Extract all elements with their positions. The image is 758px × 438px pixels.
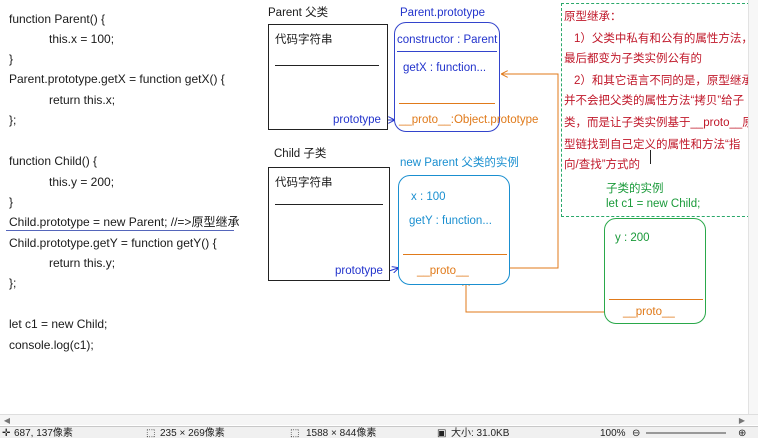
code-line: return this.x; — [49, 93, 116, 107]
cursor-icon: ✛ — [2, 428, 11, 438]
horizontal-scrollbar[interactable]: ◀ ▶ — [0, 414, 758, 425]
x-entry: x : 100 — [411, 191, 446, 203]
divider — [399, 103, 495, 104]
c1-proto-entry: __proto__ — [623, 306, 675, 318]
note-line: 并不会把父类的属性方法“拷贝”给子 — [564, 95, 745, 107]
scroll-left-icon[interactable]: ◀ — [3, 416, 11, 425]
gety-entry: getY : function... — [409, 215, 492, 227]
note-line: 类，而是让子类实例基于__proto__原 — [564, 117, 754, 129]
zoom-slider[interactable] — [646, 432, 726, 434]
code-line: } — [9, 195, 14, 209]
c1-instance-box: y : 200 __proto__ — [604, 218, 706, 324]
parent-prototype-label: Parent.prototype — [400, 7, 486, 19]
zoom-out-icon[interactable]: ⊖ — [632, 428, 641, 438]
parent-instance-box: x : 100 getY : function... __proto__ — [398, 175, 510, 285]
divider — [275, 204, 383, 205]
parent-prototype-box: constructor : Parent getX : function... … — [394, 22, 538, 132]
getx-entry: getX : function... — [403, 62, 487, 74]
scroll-right-icon[interactable]: ▶ — [738, 416, 746, 425]
code-line: }; — [9, 276, 17, 290]
zoom-level: 100% — [600, 428, 626, 438]
text-cursor — [650, 150, 651, 164]
note-line: 型链找到自己定义的属性和方法“指 — [564, 139, 741, 151]
inheritance-note: 原型继承： 1）父类中私有和公有的属性方法， 最后都变为子类实例公有的 2）和其… — [561, 3, 754, 217]
code-line: this.y = 200; — [49, 175, 115, 189]
y-entry: y : 200 — [615, 232, 650, 244]
code-line: } — [9, 52, 14, 66]
note-line: 1）父类中私有和公有的属性方法， — [574, 33, 753, 45]
note-line: 2）和其它语言不同的是，原型继承 — [574, 75, 753, 87]
code-line: }; — [9, 113, 17, 127]
child-body-text: 代码字符串 — [275, 177, 333, 189]
note-line: 最后都变为子类实例公有的 — [564, 53, 702, 65]
parent-class-label: Parent 父类 — [268, 7, 329, 19]
child-prototype-link: prototype — [335, 265, 383, 277]
image-size: 1588 × 844像素 — [306, 428, 377, 438]
note-line: 向/查找”方式的 — [564, 159, 641, 171]
code-line: function Child() { — [9, 154, 98, 168]
vertical-scrollbar[interactable] — [748, 0, 758, 414]
parent-body-text: 代码字符串 — [275, 34, 333, 46]
code-underline — [6, 230, 234, 231]
code-line: let c1 = new Child; — [9, 317, 108, 331]
c1-label-1: 子类的实例 — [606, 183, 664, 195]
divider — [403, 254, 507, 255]
c1-label-2: let c1 = new Child; — [606, 198, 701, 210]
parent-prototype-link: prototype — [333, 114, 381, 126]
divider — [397, 51, 497, 52]
divider — [609, 299, 703, 300]
constructor-entry: constructor : Parent — [397, 34, 498, 46]
zoom-in-icon[interactable]: ⊕ — [738, 428, 747, 438]
note-line: 原型继承： — [564, 11, 622, 23]
status-bar: ✛ 687, 137像素 ⬚ 235 × 269像素 ⬚ 1588 × 844像… — [0, 426, 758, 438]
divider — [275, 65, 379, 66]
file-icon: ▣ — [437, 428, 447, 438]
instance-proto-entry: __proto__ — [417, 265, 469, 277]
code-line: console.log(c1); — [9, 338, 94, 352]
selection-size: 235 × 269像素 — [160, 428, 225, 438]
proto-object-entry: __proto__:Object.prototype — [399, 114, 539, 126]
code-line: return this.y; — [49, 256, 116, 270]
code-line: Child.prototype = new Parent; //=>原型继承 — [9, 215, 240, 229]
code-line: Child.prototype.getY = function getY() { — [9, 236, 217, 250]
file-size: 大小: 31.0KB — [451, 428, 510, 438]
parent-function-box: 代码字符串 prototype — [268, 24, 388, 130]
selection-icon: ⬚ — [146, 428, 156, 438]
child-function-box: 代码字符串 prototype — [268, 167, 390, 281]
code-line: this.x = 100; — [49, 32, 115, 46]
code-line: Parent.prototype.getX = function getX() … — [9, 72, 225, 86]
image-size-icon: ⬚ — [290, 428, 300, 438]
instance-label: new Parent 父类的实例 — [400, 157, 519, 169]
cursor-position: 687, 137像素 — [14, 428, 73, 438]
child-class-label: Child 子类 — [274, 148, 327, 160]
code-line: function Parent() { — [9, 12, 106, 26]
